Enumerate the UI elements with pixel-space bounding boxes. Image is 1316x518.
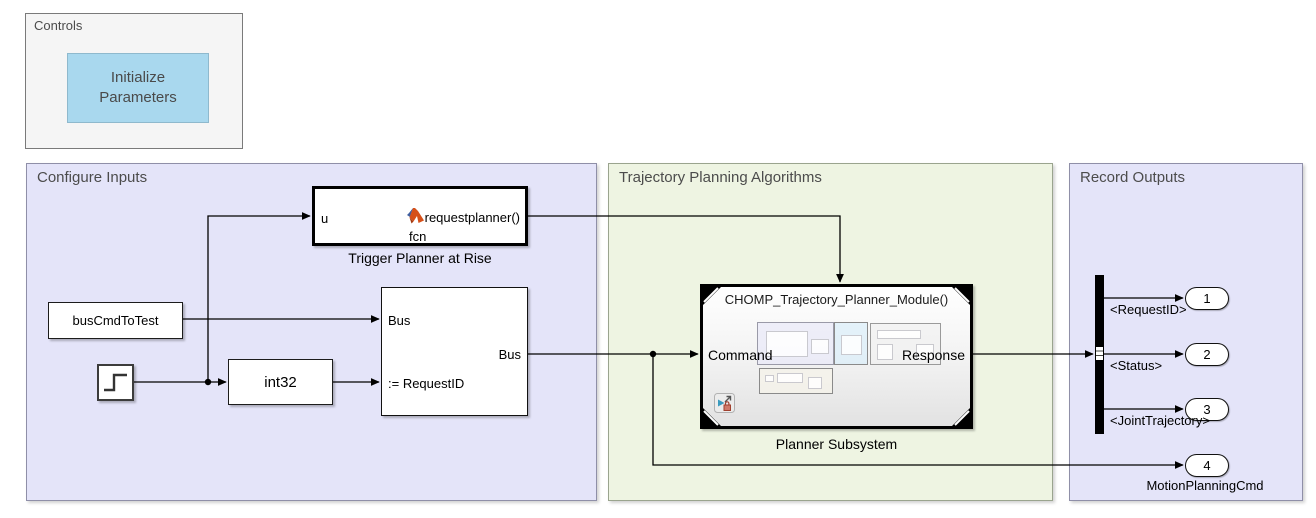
outport-2-number: 2 [1203,347,1211,362]
corner-notch [952,408,970,426]
outport-4-number: 4 [1203,458,1211,473]
outport-3-number: 3 [1203,402,1211,417]
signal-label-jointtrajectory: <JointTrajectory> [1110,413,1210,428]
matlab-function-icon [401,208,424,224]
thumbnail-box [757,322,834,365]
record-outputs-label: Record Outputs [1080,169,1186,186]
planner-subsystem-name: Planner Subsystem [775,436,898,452]
corner-notch [952,287,970,305]
input-port-u-label: u [321,211,329,226]
subsystem-reference-badge-icon [714,393,735,413]
outport-1-number: 1 [1203,291,1211,306]
fcn-label: fcn [409,229,427,244]
matlab-function-code: requestplanner() [424,209,520,225]
planner-module-title: CHOMP_Trajectory_Planner_Module() [724,292,949,307]
outport-2[interactable]: 2 [1185,343,1229,366]
int32-conversion-block[interactable]: int32 [228,359,333,405]
bus-selector-bar[interactable] [1095,275,1104,434]
requestid-assign-port-label: := RequestID [388,376,465,391]
signal-label-motionplanningcmd: MotionPlanningCmd [1146,478,1264,493]
response-port-label: Response [901,347,965,363]
bus-input-port-marker [1096,347,1103,360]
planner-subsystem-block[interactable]: CHOMP_Trajectory_Planner_Module() Comman… [700,284,973,429]
corner-notch [703,287,721,305]
command-port-label: Command [708,347,773,363]
signal-label-status: <Status> [1110,358,1163,373]
branch-junction-dot [649,350,657,358]
bus-in-port-label: Bus [388,313,411,328]
corner-notch [703,408,721,426]
int32-label: int32 [264,373,297,391]
initialize-parameters-button[interactable]: Initialize Parameters [67,53,209,123]
thumbnail-box [834,322,868,365]
configure-inputs-label: Configure Inputs [37,169,148,186]
thumbnail-box [759,368,833,394]
branch-junction-dot [204,378,212,386]
bus-cmd-label: busCmdToTest [72,313,159,328]
outport-4[interactable]: 4 [1185,454,1229,477]
signal-label-requestid: <RequestID> [1110,302,1187,317]
bus-assignment-block[interactable]: Bus := RequestID Bus [381,287,528,416]
thumbnail-box [870,323,941,365]
controls-area-label: Controls [34,18,83,33]
outport-3[interactable]: 3 [1185,398,1229,421]
bus-cmd-constant-block[interactable]: busCmdToTest [48,302,183,339]
step-source-block[interactable] [97,364,134,401]
trajectory-algorithms-label: Trajectory Planning Algorithms [619,169,822,186]
record-outputs-area[interactable]: Record Outputs [1069,163,1303,501]
outport-1[interactable]: 1 [1185,287,1229,310]
step-signal-icon [104,373,127,392]
bus-out-port-label: Bus [498,347,521,362]
trigger-block-name: Trigger Planner at Rise [348,250,492,266]
trigger-planner-block[interactable]: u requestplanner() fcn [312,186,528,246]
